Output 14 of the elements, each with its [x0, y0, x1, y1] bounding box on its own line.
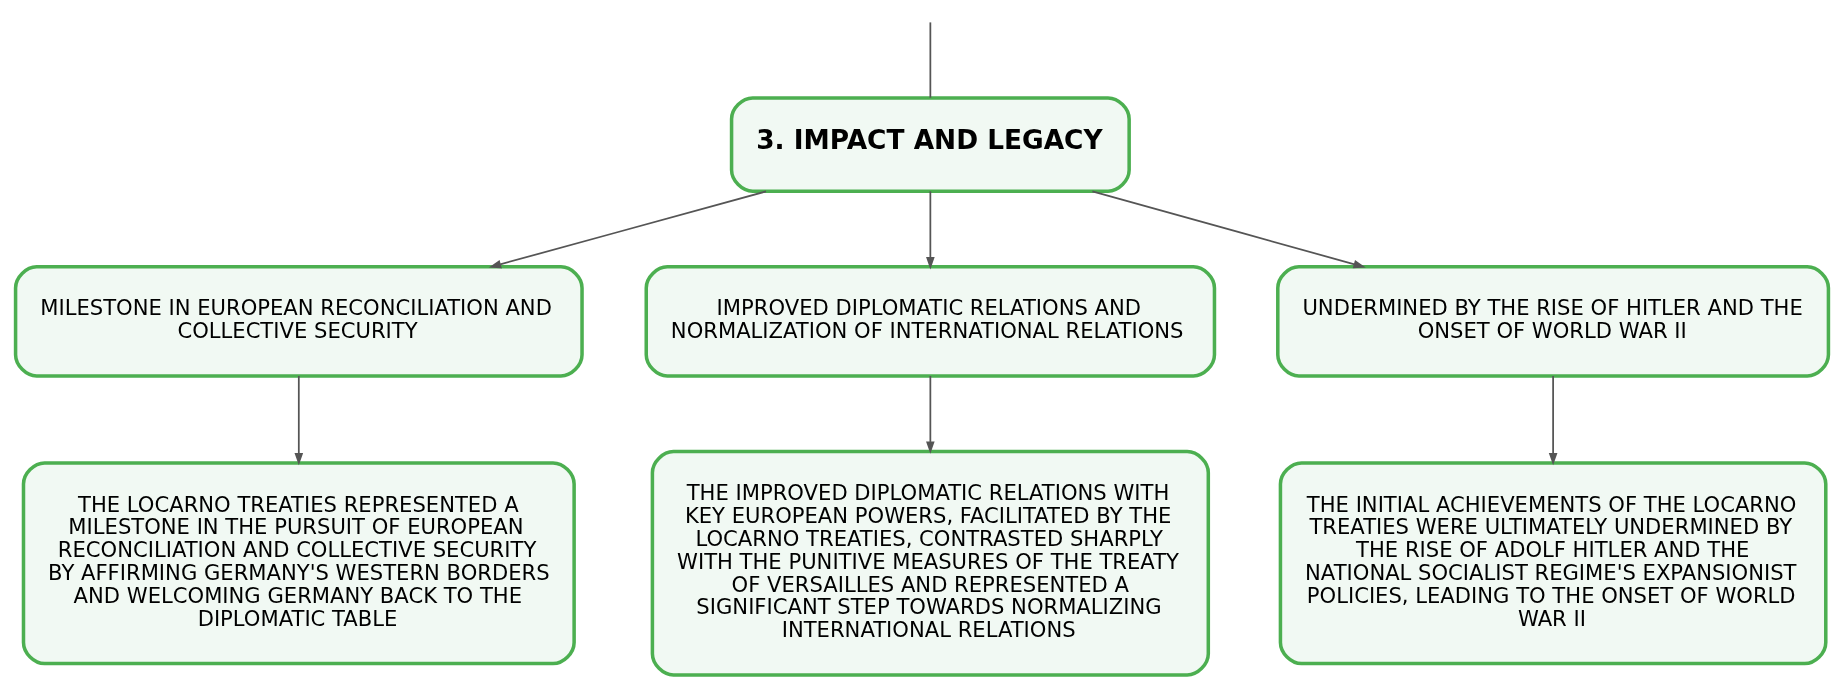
- arrow: [294, 374, 304, 465]
- node-box: UNDERMINED BY THE RISE OF HITLER AND THE ONSET OF WORLD WAR II: [1276, 264, 1831, 378]
- arrow: [1091, 190, 1366, 268]
- arrow: [488, 190, 767, 268]
- connector: [929, 21, 932, 99]
- arrow: [1548, 374, 1558, 465]
- node-box: THE INITIAL ACHIEVEMENTS OF THE LOCARNO TREATIES WERE ULTIMATELY UNDERMINED BY THE RISE OF ADOLF HITLER AND THE NATIONAL SOCIALIST REGIME'S EXPANSIONIST POLICIES, LEADING TO THE ONSET OF WORLD WAR II: [1278, 460, 1828, 665]
- node-box: MILESTONE IN EUROPEAN RECONCILIATION AND COLLECTIVE SECURITY: [13, 264, 584, 378]
- arrow: [926, 374, 935, 454]
- node-box: THE IMPROVED DIPLOMATIC RELATIONS WITH KEY EUROPEAN POWERS, FACILITATED BY THE LOCARNO TREATIES, CONTRASTED SHARPLY WITH THE PUNITIVE MEASURES OF THE TREATY OF VERSAILLES AND REPRESENTED A SIGNIFICANT STEP TOWARDS NORMALIZING INTERNATIONAL RELATIONS: [650, 449, 1211, 677]
- node-box: 3. IMPACT AND LEGACY: [729, 95, 1131, 193]
- arrow: [926, 190, 935, 269]
- node-box: IMPROVED DIPLOMATIC RELATIONS AND NORMALIZATION OF INTERNATIONAL RELATIONS: [644, 264, 1217, 378]
- node-box: THE LOCARNO TREATIES REPRESENTED A MILESTONE IN THE PURSUIT OF EUROPEAN RECONCILIATION AND COLLECTIVE SECURITY BY AFFIRMING GERMANY'S WESTERN BORDERS AND WELCOMING GERMANY BACK TO THE DIPLOMATIC TABLE: [21, 460, 576, 665]
